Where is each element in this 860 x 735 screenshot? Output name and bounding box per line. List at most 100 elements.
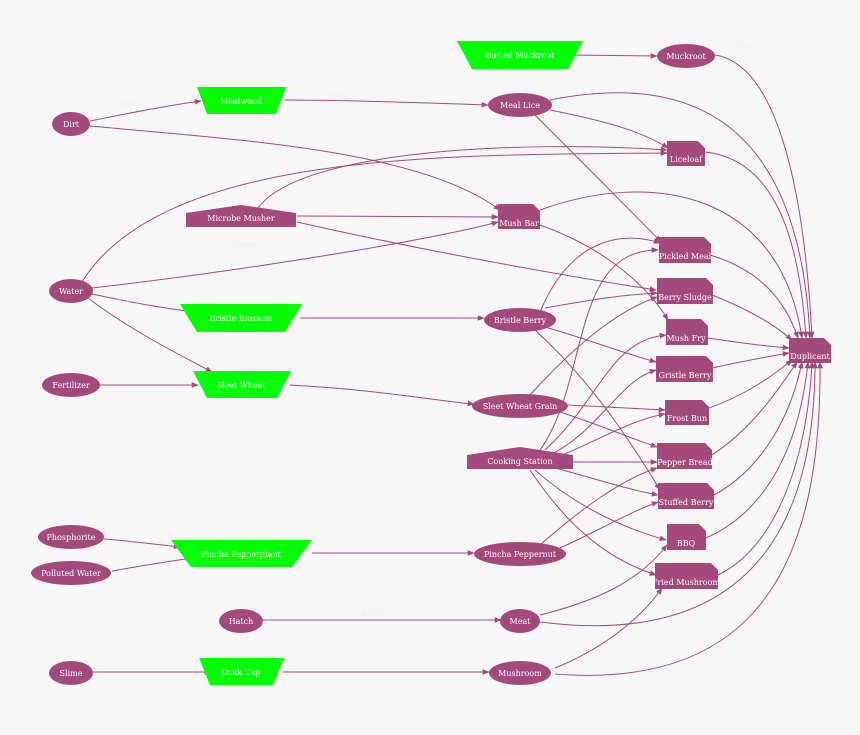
edge-water-mushbar bbox=[91, 220, 499, 289]
node-hatch[interactable]: Hatch bbox=[219, 609, 263, 633]
node-dusk-cap[interactable]: Dusk Cap bbox=[199, 658, 284, 685]
nodes: Dirt Water Fertilizer Phosphorite Pollut… bbox=[31, 41, 831, 685]
node-label: Bristle Berry bbox=[494, 316, 547, 325]
node-label: Fried Mushroom bbox=[652, 578, 720, 587]
node-dirt[interactable]: Dirt bbox=[52, 112, 90, 136]
edge-label: Harvest bbox=[325, 93, 349, 100]
node-label: Pincha Pepperplant bbox=[201, 550, 281, 559]
edge-meallice-liceloaf bbox=[549, 109, 669, 149]
node-mushroom[interactable]: Mushroom bbox=[489, 661, 551, 685]
node-sleet-wheat[interactable]: Sleet Wheat bbox=[193, 371, 291, 398]
edge-muckroot-dup bbox=[714, 54, 815, 339]
node-label: Fertilizer bbox=[52, 381, 90, 390]
node-label: Sleet Wheat Grain bbox=[483, 402, 558, 411]
edge-cooking-pickled bbox=[539, 247, 659, 451]
edge-microbe-berrysludge bbox=[296, 221, 657, 292]
edge-berry-gristle bbox=[544, 326, 657, 364]
edge-grain-frostbun bbox=[567, 404, 666, 413]
node-bbq[interactable]: BBQ bbox=[667, 524, 706, 550]
edges bbox=[79, 53, 823, 676]
node-muckroot[interactable]: Muckroot bbox=[657, 44, 715, 68]
edge-water-liceloaf bbox=[79, 150, 668, 286]
node-label: Bristle Blossom bbox=[209, 314, 273, 323]
edge-label: Fertilizer bbox=[120, 101, 146, 108]
node-mush-bar[interactable]: Mush Bar bbox=[498, 204, 540, 229]
node-stuffed-berry[interactable]: Stuffed Berry bbox=[658, 483, 714, 509]
node-label: Microbe Musher bbox=[207, 214, 275, 223]
node-label: Mealwood bbox=[220, 97, 262, 106]
node-meal-lice[interactable]: Meal Lice bbox=[488, 93, 552, 117]
node-label: Meat bbox=[510, 617, 532, 626]
node-label: Dirt bbox=[63, 120, 80, 129]
edge-pepperbread-dup bbox=[711, 361, 798, 456]
node-frost-bun[interactable]: Frost Bun bbox=[665, 400, 709, 425]
edge-cooking-stuffed bbox=[554, 467, 659, 497]
node-sleet-wheat-grain[interactable]: Sleet Wheat Grain bbox=[472, 394, 568, 418]
node-water[interactable]: Water bbox=[49, 279, 93, 303]
node-label: Phosphorite bbox=[47, 533, 96, 542]
node-gristle-berry[interactable]: Gristle Berry bbox=[656, 356, 713, 382]
node-label: Mushroom bbox=[498, 669, 542, 678]
node-bristle-blossom[interactable]: Bristle Blossom bbox=[180, 304, 302, 332]
node-pepper-bread[interactable]: Pepper Bread bbox=[657, 443, 713, 469]
edge-cooking-mushfry bbox=[544, 332, 667, 451]
node-mush-fry[interactable]: Mush Fry bbox=[666, 319, 708, 345]
edge-mushbar-mushfry bbox=[539, 224, 669, 321]
node-pincha-pepperplant[interactable]: Pincha Pepperplant bbox=[171, 540, 312, 567]
node-bristle-berry[interactable]: Bristle Berry bbox=[484, 308, 556, 332]
node-berry-sludge[interactable]: Berry Sludge bbox=[657, 278, 713, 304]
node-fertilizer[interactable]: Fertilizer bbox=[42, 373, 100, 397]
edge-mushroom-fried bbox=[554, 587, 663, 669]
node-mealwood[interactable]: Mealwood bbox=[197, 87, 286, 114]
node-label: Polluted Water bbox=[41, 569, 101, 578]
edge-berry-sludge bbox=[544, 290, 658, 309]
edge-microbe-liceloaf bbox=[257, 146, 668, 209]
edge-meallice-dup bbox=[549, 92, 813, 339]
node-buried-muckroot[interactable]: Buried Muckroot bbox=[457, 41, 583, 69]
edge-mealwood-meallice bbox=[284, 99, 489, 108]
edge-label: Irrigation bbox=[118, 295, 145, 302]
node-label: BBQ bbox=[677, 539, 696, 548]
edge-sleet-grain bbox=[289, 384, 475, 407]
edge-meallice-pickled bbox=[534, 114, 662, 243]
edge-labels: Fertilizer Ingredient Irrigation Harvest… bbox=[118, 43, 750, 618]
node-label: Slime bbox=[60, 669, 83, 678]
node-label: Frost Bun bbox=[667, 414, 707, 423]
node-label: Water bbox=[59, 287, 83, 296]
node-liceloaf[interactable]: Liceloaf bbox=[667, 141, 705, 166]
edge-label: Ingredient bbox=[228, 242, 259, 249]
node-phosphorite[interactable]: Phosphorite bbox=[38, 525, 104, 549]
edge-label: Butcher bbox=[362, 611, 386, 618]
edge-buriedmuckroot-muckroot bbox=[567, 53, 658, 59]
edge-dirt-mushbar bbox=[89, 125, 501, 211]
node-label: Cooking Station bbox=[487, 457, 552, 466]
node-fried-mushroom[interactable]: Fried Mushroom bbox=[652, 563, 720, 589]
edge-label: Food bbox=[735, 43, 750, 50]
edge-water-sleet bbox=[87, 297, 213, 373]
node-label: Gristle Berry bbox=[659, 371, 712, 380]
node-cooking-station[interactable]: Cooking Station bbox=[467, 447, 573, 469]
edge-phos-pincha bbox=[103, 538, 181, 550]
edge-grain-pepperbread bbox=[559, 411, 658, 448]
edge-cooking-gristle bbox=[549, 368, 657, 456]
node-label: Mush Fry bbox=[666, 334, 706, 343]
edge-berry-pickled bbox=[539, 237, 661, 313]
edge-label: Harvest seed bbox=[340, 382, 380, 389]
node-pickled-meal[interactable]: Pickled Meal bbox=[659, 237, 712, 263]
node-label: Dusk Cap bbox=[221, 668, 260, 677]
node-label: Stuffed Berry bbox=[659, 498, 714, 507]
node-slime[interactable]: Slime bbox=[49, 661, 93, 685]
node-meat[interactable]: Meat bbox=[500, 609, 540, 633]
edge-sludge-dup bbox=[711, 294, 793, 341]
edge-liceloaf-dup bbox=[704, 151, 809, 339]
node-polluted-water[interactable]: Polluted Water bbox=[31, 561, 111, 585]
node-label: Buried Muckroot bbox=[485, 51, 555, 60]
node-microbe-musher[interactable]: Microbe Musher bbox=[186, 205, 296, 227]
node-pincha-peppernut[interactable]: Pincha Peppernut bbox=[474, 542, 566, 566]
node-duplicant[interactable]: Duplicant bbox=[789, 338, 831, 363]
edge-peppernut-pepperbread bbox=[539, 467, 658, 546]
edge-microbe-mushbar bbox=[296, 214, 499, 220]
edge-bbq-dup bbox=[705, 361, 811, 539]
node-label: Sleet Wheat bbox=[216, 381, 266, 390]
node-label: Liceloaf bbox=[670, 155, 703, 164]
